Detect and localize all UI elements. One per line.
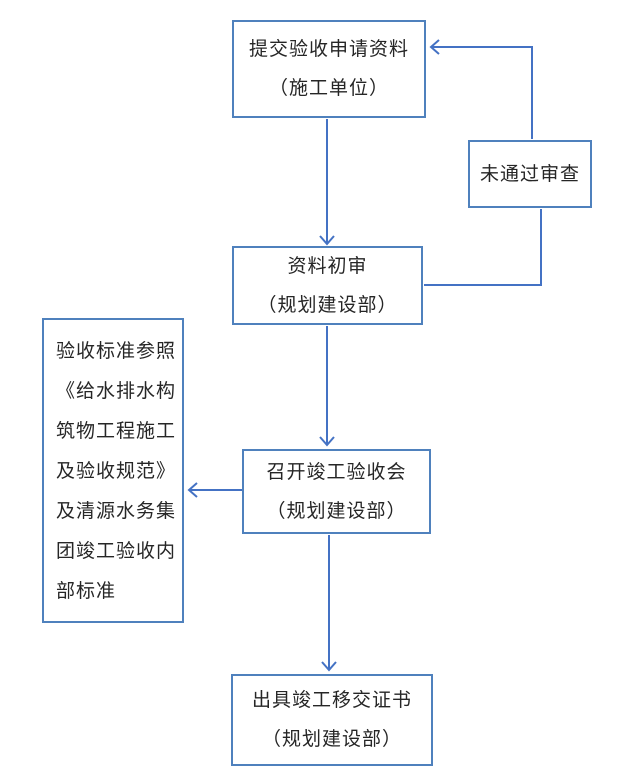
arrow-initial-review-to-meeting — [319, 326, 335, 447]
node-failed-review: 未通过审查 — [468, 140, 592, 208]
standards-note-line: 及清源水务集 — [56, 500, 177, 522]
standards-note-line: 验收标准参照 — [56, 340, 177, 362]
node-submit-application-subtitle: （施工单位） — [268, 77, 389, 99]
arrow-fail-to-submit — [429, 39, 533, 139]
node-transfer-certificate-title: 出具竣工移交证书 — [251, 689, 412, 711]
node-acceptance-meeting-subtitle: （规划建设部） — [266, 499, 407, 522]
node-acceptance-meeting-title: 召开竣工验收会 — [266, 460, 407, 483]
node-initial-review-subtitle: （规划建设部） — [257, 293, 398, 316]
standards-note-line: 及验收规范》 — [56, 460, 177, 482]
node-failed-review-label: 未通过审查 — [479, 162, 580, 185]
standards-note-line: 筑物工程施工 — [56, 420, 177, 442]
standards-note-line: 部标准 — [56, 580, 117, 602]
standards-note-line: 《给水排水构 — [56, 380, 177, 402]
arrow-submit-to-initial-review — [319, 119, 335, 246]
node-initial-review-title: 资料初审 — [287, 254, 368, 277]
node-transfer-certificate-subtitle: （规划建设部） — [261, 728, 402, 750]
node-submit-application-title: 提交验收申请资料 — [248, 38, 409, 60]
arrow-meeting-to-standards — [187, 482, 242, 498]
line-initial-review-to-fail — [424, 209, 542, 286]
node-submit-application: 提交验收申请资料 （施工单位） — [232, 20, 426, 118]
node-transfer-certificate: 出具竣工移交证书 （规划建设部） — [231, 674, 433, 766]
node-initial-review: 资料初审 （规划建设部） — [232, 246, 423, 325]
node-acceptance-meeting: 召开竣工验收会 （规划建设部） — [242, 449, 431, 534]
standards-note-line: 团竣工验收内 — [56, 540, 177, 562]
node-acceptance-standards-note: 验收标准参照 《给水排水构 筑物工程施工 及验收规范》 及清源水务集 团竣工验收… — [42, 318, 184, 623]
arrow-meeting-to-certificate — [321, 535, 337, 672]
